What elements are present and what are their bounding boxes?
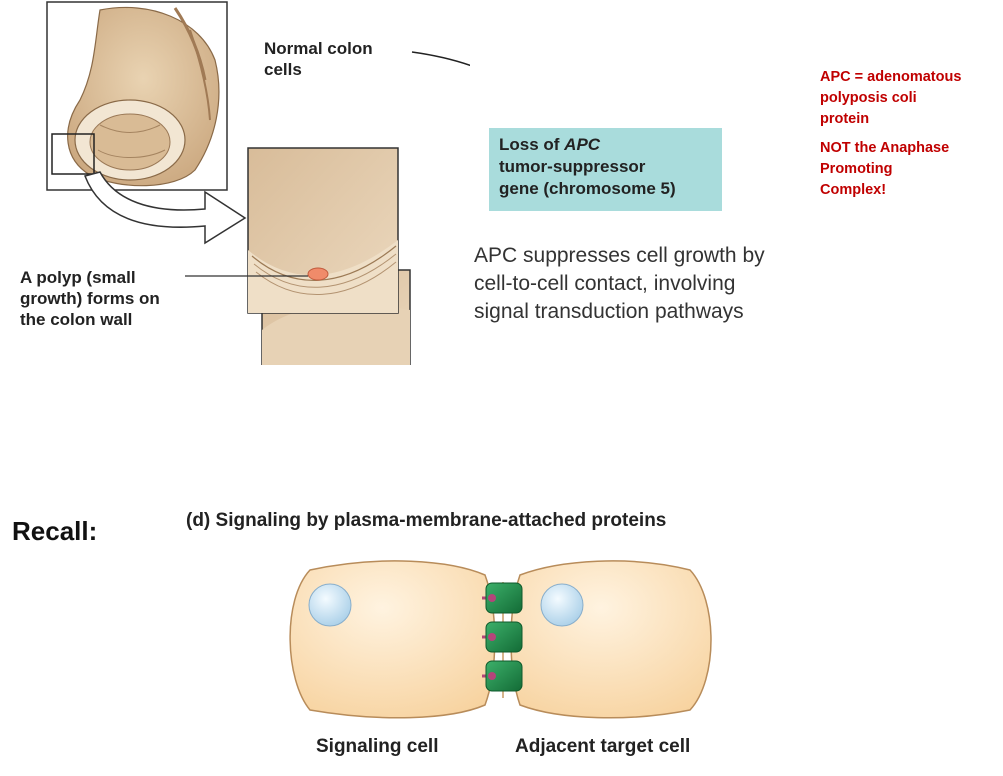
normal-colon-cells-label: Normal colon cells <box>264 39 373 79</box>
colon-tube <box>67 6 220 187</box>
apc-box-line3: gene (chromosome 5) <box>499 179 676 198</box>
signaling-panel-title: (d) Signaling by plasma-membrane-attache… <box>186 510 667 531</box>
zoom-arrow <box>83 171 247 245</box>
signaling-cell-label: Signaling cell <box>316 736 439 757</box>
signaling-cell-nucleus <box>308 583 352 627</box>
polyp <box>307 267 329 281</box>
target-cell-nucleus <box>540 583 584 627</box>
polyp-label: A polyp (small growth) forms on the colo… <box>20 268 160 329</box>
apc-clarification: NOT the Anaphase Promoting Complex! <box>820 140 950 198</box>
cell-signaling-diagram <box>289 560 712 719</box>
recall-heading: Recall: <box>12 516 98 546</box>
apc-loss-box: Loss of APC tumor-suppressor gene (chrom… <box>489 128 722 211</box>
zoom-selection-box <box>51 133 95 175</box>
membrane-protein-3 <box>482 660 523 692</box>
membrane-protein-2 <box>482 621 523 653</box>
colon-illustration <box>46 1 470 365</box>
normal-cells-arrow <box>411 51 470 67</box>
apc-description: APC suppresses cell growth by cell-to-ce… <box>474 244 765 323</box>
apc-box-line2: tumor-suppressor <box>499 157 646 176</box>
apc-definition: APC = adenomatous polyposis coli protein <box>820 69 962 127</box>
apc-note: APC = adenomatous polyposis coli protein… <box>820 67 1000 209</box>
apc-box-line1: Loss of APC <box>499 135 601 154</box>
membrane-protein-1 <box>482 582 523 614</box>
target-cell-label: Adjacent target cell <box>515 736 691 757</box>
target-cell <box>510 560 712 719</box>
signaling-cell <box>289 560 496 719</box>
